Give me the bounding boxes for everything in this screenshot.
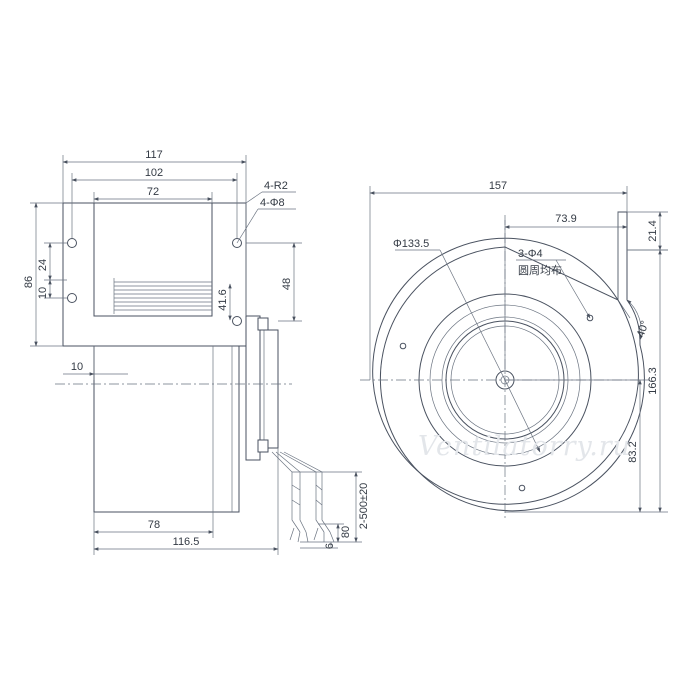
dim-inlet-diameter: Φ133.5 (393, 238, 429, 250)
side-view: 117 102 72 4-R2 4-Φ8 86 24 10 41.6 (23, 149, 370, 555)
fixing-hole-3 (518, 484, 526, 492)
dim-flange-offset: 10 (71, 361, 83, 373)
dim-lead-length: 2-500±20 (358, 483, 370, 529)
dim-center-height: 83.2 (627, 441, 639, 462)
mounting-flange (62, 202, 247, 347)
front-view: 157 73.9 21.4 166.3 83.2 40° Φ133.5 3-Φ4… (360, 180, 668, 520)
motor-body (93, 345, 240, 513)
dim-outlet-width: 72 (147, 186, 159, 198)
dim-lead-end: 6 (324, 543, 336, 549)
dim-fixing-holes: 3-Φ4 (518, 248, 543, 260)
dim-front-overall-height: 166.3 (647, 367, 659, 395)
dim-outlet-height: 24 (37, 259, 49, 271)
dim-outlet-thickness: 21.4 (647, 220, 659, 241)
dim-mount-holes: 4-Φ8 (260, 197, 285, 209)
scroll-housing (379, 211, 645, 512)
dim-overall-height: 86 (23, 276, 35, 288)
outlet-duct (93, 202, 213, 317)
dim-front-overall-width: 157 (489, 180, 507, 192)
dim-angle: 40° (635, 319, 652, 339)
dim-center-offset: 73.9 (555, 213, 576, 225)
dim-corner-radius: 4-R2 (264, 180, 288, 192)
dim-lead-strip: 80 (340, 526, 352, 538)
dim-inlet-height: 41.6 (217, 289, 229, 310)
dim-fixing-note: 圆周均布 (518, 264, 562, 277)
mount-hole-top-left (67, 238, 77, 248)
lead-wires (271, 451, 335, 543)
mount-hole-bottom-left (67, 293, 77, 303)
watermark: Ventilatorry.ru (418, 431, 631, 462)
motor-back-plate (245, 315, 261, 461)
outlet-grille (113, 278, 212, 314)
mount-hole-bottom-right (232, 316, 242, 326)
dim-total-depth: 116.5 (173, 536, 200, 548)
housing-outline (372, 237, 639, 505)
dim-motor-width: 78 (148, 519, 160, 531)
dim-outlet-offset: 10 (37, 287, 49, 299)
dim-flange-height: 48 (281, 278, 293, 290)
dim-hole-spacing: 102 (145, 167, 163, 179)
dim-overall-width: 117 (145, 149, 163, 161)
fixing-hole-2 (399, 342, 407, 350)
